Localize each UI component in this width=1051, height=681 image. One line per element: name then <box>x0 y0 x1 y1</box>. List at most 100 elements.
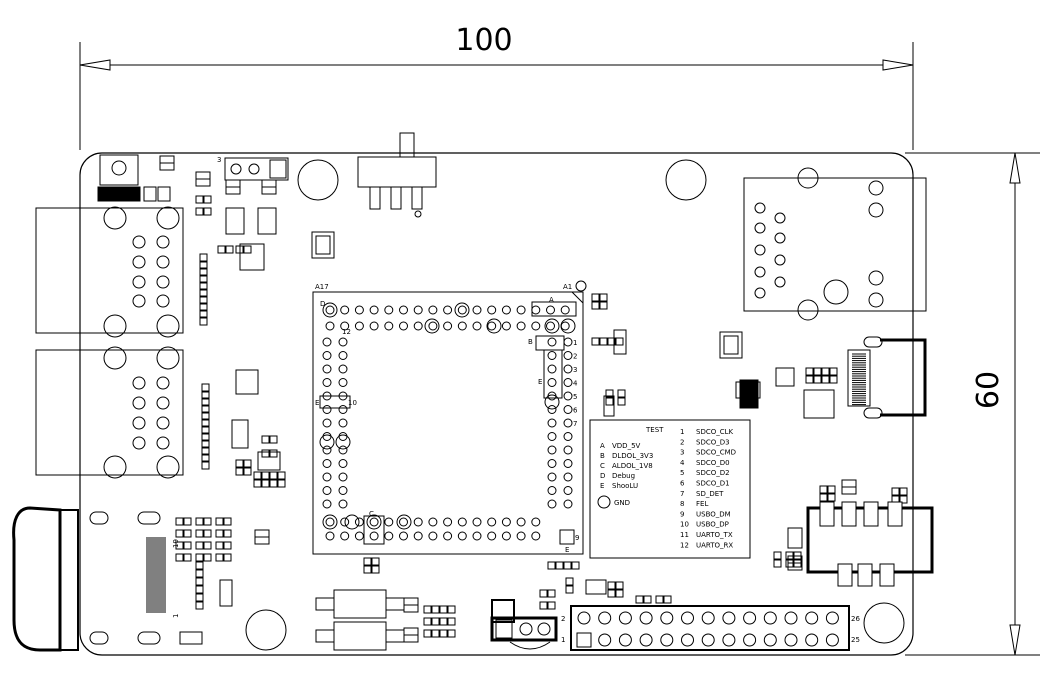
test-table-right-value: SD_DET <box>696 490 724 498</box>
header-pin <box>763 611 777 625</box>
header-pin <box>784 611 798 625</box>
smd-pad <box>217 245 226 254</box>
test-table-right-value: FEL <box>696 500 708 508</box>
header-pin <box>598 611 612 625</box>
module-pad <box>322 432 332 441</box>
ic-package <box>775 367 795 387</box>
module-pad <box>399 305 408 315</box>
smd-pad <box>243 459 252 468</box>
smd-pad <box>599 301 608 310</box>
module-pad-large <box>560 318 576 334</box>
mounting-hole <box>665 159 707 201</box>
module-pad <box>563 432 573 441</box>
module-pad <box>322 364 332 374</box>
smd-pad <box>183 517 192 526</box>
module-pad-large <box>366 514 382 530</box>
component-outline <box>311 231 335 259</box>
smd-pad <box>215 553 224 562</box>
smd-pad <box>643 595 652 604</box>
module-pad <box>413 531 423 541</box>
smd-pad <box>201 383 210 392</box>
smd-pad <box>215 541 224 550</box>
test-table-right-value: UARTO_RX <box>696 541 733 549</box>
module-pad <box>563 418 573 428</box>
smd-pad <box>277 479 286 488</box>
module-pad <box>457 531 467 541</box>
smd-components <box>159 155 908 645</box>
module-pad <box>428 531 438 541</box>
smd-pad <box>201 425 210 434</box>
smd-pad <box>235 459 244 468</box>
test-table-right-number: 11 <box>680 531 689 539</box>
test-table-right-number: 10 <box>680 521 689 529</box>
module-pad <box>547 337 557 347</box>
module-pad <box>563 499 573 509</box>
module-test-group-br <box>559 529 575 545</box>
header-pin-1-square <box>576 632 592 648</box>
module-pad <box>325 517 335 527</box>
smd-pad <box>605 389 614 398</box>
module-pad <box>354 531 364 541</box>
header-pin <box>722 611 736 625</box>
smd-pad <box>183 541 192 550</box>
smd-pad <box>607 581 616 590</box>
smd-pad <box>195 195 204 204</box>
module-side-number: 1 <box>573 339 577 347</box>
module-pad <box>322 445 332 455</box>
smd-pad <box>431 629 440 638</box>
module-pad <box>531 321 541 331</box>
smd-pad <box>269 479 278 488</box>
smd-pad <box>827 493 836 502</box>
smd-pad <box>195 569 204 578</box>
header-pin <box>825 611 839 625</box>
module-side-number: 6 <box>573 407 578 415</box>
component-outline <box>315 235 331 255</box>
module-pad-large <box>396 514 412 530</box>
smd-pad <box>201 391 210 400</box>
smd-pad <box>201 453 210 462</box>
module-pad <box>338 432 348 441</box>
module-pad <box>531 305 541 315</box>
module-pad <box>501 517 511 527</box>
module-pad <box>413 517 423 527</box>
smd-pad <box>423 605 432 614</box>
smd-pad <box>605 397 614 406</box>
smd-pad <box>223 517 232 526</box>
smd-pad <box>615 337 624 346</box>
module-pad <box>472 517 482 527</box>
module-pad <box>338 378 348 387</box>
module-pad <box>413 321 423 331</box>
module-pad <box>501 531 511 541</box>
header-pin-26-label: 26 <box>851 615 860 623</box>
smd-pad <box>215 517 224 526</box>
header-pin <box>743 611 757 625</box>
smd-pad <box>175 517 184 526</box>
test-table-right-value: SDCO_D2 <box>696 469 730 477</box>
module-pad-large <box>322 302 338 318</box>
module-test-group-e <box>543 349 563 399</box>
smd-pad <box>615 581 624 590</box>
module-pad <box>563 351 573 360</box>
module-pad-large <box>544 318 560 334</box>
mounting-hole <box>863 602 905 644</box>
module-pad <box>338 499 348 509</box>
module-pad <box>546 305 555 315</box>
smd-pad <box>547 589 556 598</box>
smd-pad <box>599 293 608 302</box>
smd-pad <box>253 479 262 488</box>
ic-package <box>257 451 281 471</box>
smd-pad <box>829 375 838 384</box>
module-pad <box>531 531 541 541</box>
module-pad <box>443 321 453 331</box>
ic-package <box>225 207 245 235</box>
smd-pad <box>195 601 204 610</box>
module-pad <box>563 472 573 482</box>
smd-pad <box>565 585 574 594</box>
smd-pad <box>555 561 564 570</box>
smd-pad <box>805 367 814 376</box>
module-pad <box>369 517 379 527</box>
module-pad <box>547 472 557 482</box>
test-table-right-number: 12 <box>680 541 689 549</box>
module-pad <box>563 459 573 468</box>
